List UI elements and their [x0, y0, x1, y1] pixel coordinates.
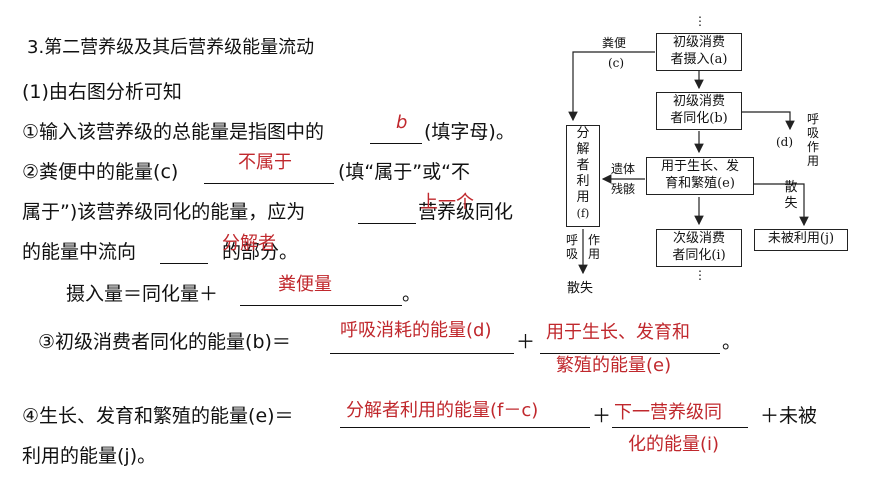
- q4-answer-1: 分解者利用的能量(f－c): [346, 400, 539, 421]
- label-respiration-left-a: 呼 吸: [565, 233, 578, 261]
- intake-formula-answer: 粪便量: [278, 274, 332, 295]
- q2-answer-level: 上一个: [420, 192, 474, 213]
- diagram-ellipsis-top: ⋮: [694, 14, 706, 28]
- q2-blank-flow: [160, 263, 208, 264]
- q2-blank-belong: [204, 183, 334, 184]
- subsection-title: (1)由右图分析可知: [22, 81, 182, 103]
- box-consumer-assimilation: 初级消费 者同化(b): [656, 92, 742, 130]
- q3-suffix: 。: [722, 331, 742, 353]
- intake-formula-blank: [240, 305, 402, 306]
- arrow-feces: [568, 51, 655, 122]
- q2-line2-end: 营养级同化: [418, 201, 514, 223]
- q2-prefix: ②粪便中的能量(c): [22, 161, 179, 183]
- q2-answer-flow: 分解者: [222, 233, 276, 254]
- label-remains-2: 残骸: [611, 182, 636, 196]
- q4-answer-2b: 化的能量(i): [628, 434, 720, 455]
- label-d: (d): [776, 135, 794, 149]
- q4-plus: ＋: [592, 405, 612, 427]
- q4-blank-2: [612, 427, 748, 428]
- box-unused: 未被利用(j): [754, 229, 848, 251]
- label-c: (c): [608, 56, 625, 70]
- box-decomposer: 分 解 者 利 用 (f): [566, 125, 600, 227]
- intake-formula-suffix: 。: [402, 283, 422, 305]
- arrow-unused: [754, 183, 809, 227]
- q2-line3-text: 的能量中流向: [22, 241, 137, 263]
- arrow-respiration-right: [742, 111, 795, 131]
- q4-suffix: ＋未被: [760, 405, 818, 427]
- q3-plus: ＋: [516, 331, 536, 353]
- q4-line2: 利用的能量(j)。: [22, 445, 157, 467]
- label-respiration-left-b: 作 用: [587, 233, 600, 261]
- label-feces: 粪便: [602, 36, 627, 50]
- section-heading: 3.第二营养级及其后营养级能量流动: [27, 37, 315, 58]
- box-consumer-intake: 初级消费 者摄入(a): [656, 33, 742, 71]
- q4-answer-2a: 下一营养级同: [614, 402, 722, 423]
- q2-answer-belong: 不属于: [238, 152, 292, 173]
- diagram-ellipsis-bottom: ⋮: [694, 268, 706, 282]
- q2-line2-text: 属于”)该营养级同化的能量，应为: [22, 201, 306, 223]
- q3-answer-2b: 繁殖的能量(e): [556, 355, 672, 376]
- q3-blank-1: [330, 353, 514, 354]
- intake-formula-prefix: 摄入量＝同化量＋: [66, 283, 219, 305]
- q2-blank-level: [358, 223, 416, 224]
- q1-answer: b: [396, 112, 408, 133]
- q2-suffix: (填“属于”或“不: [338, 161, 470, 183]
- label-respiration-right: 呼 吸 作 用: [806, 112, 819, 168]
- q3-answer-2a: 用于生长、发育和: [546, 322, 690, 343]
- q4-blank-1: [340, 427, 590, 428]
- q3-answer-1: 呼吸消耗的能量(d): [340, 320, 492, 341]
- label-remains-1: 遗体: [611, 162, 636, 176]
- label-dissipate-left: 散失: [567, 281, 594, 296]
- q1-prefix: ①输入该营养级的总能量是指图中的: [22, 121, 325, 143]
- q4-prefix: ④生长、发育和繁殖的能量(e)＝: [22, 405, 294, 427]
- q3-prefix: ③初级消费者同化的能量(b)＝: [38, 331, 291, 353]
- q1-suffix: (填字母)。: [424, 121, 515, 143]
- q1-blank: [370, 143, 422, 144]
- label-dissipate-right: 散 失: [784, 180, 798, 211]
- q3-blank-2: [540, 353, 720, 354]
- box-growth-reproduction: 用于生长、发 育和繁殖(e): [646, 157, 754, 195]
- q2-line3-end: 的部分。: [222, 241, 299, 263]
- box-secondary-consumer: 次级消费 者同化(i): [656, 229, 742, 267]
